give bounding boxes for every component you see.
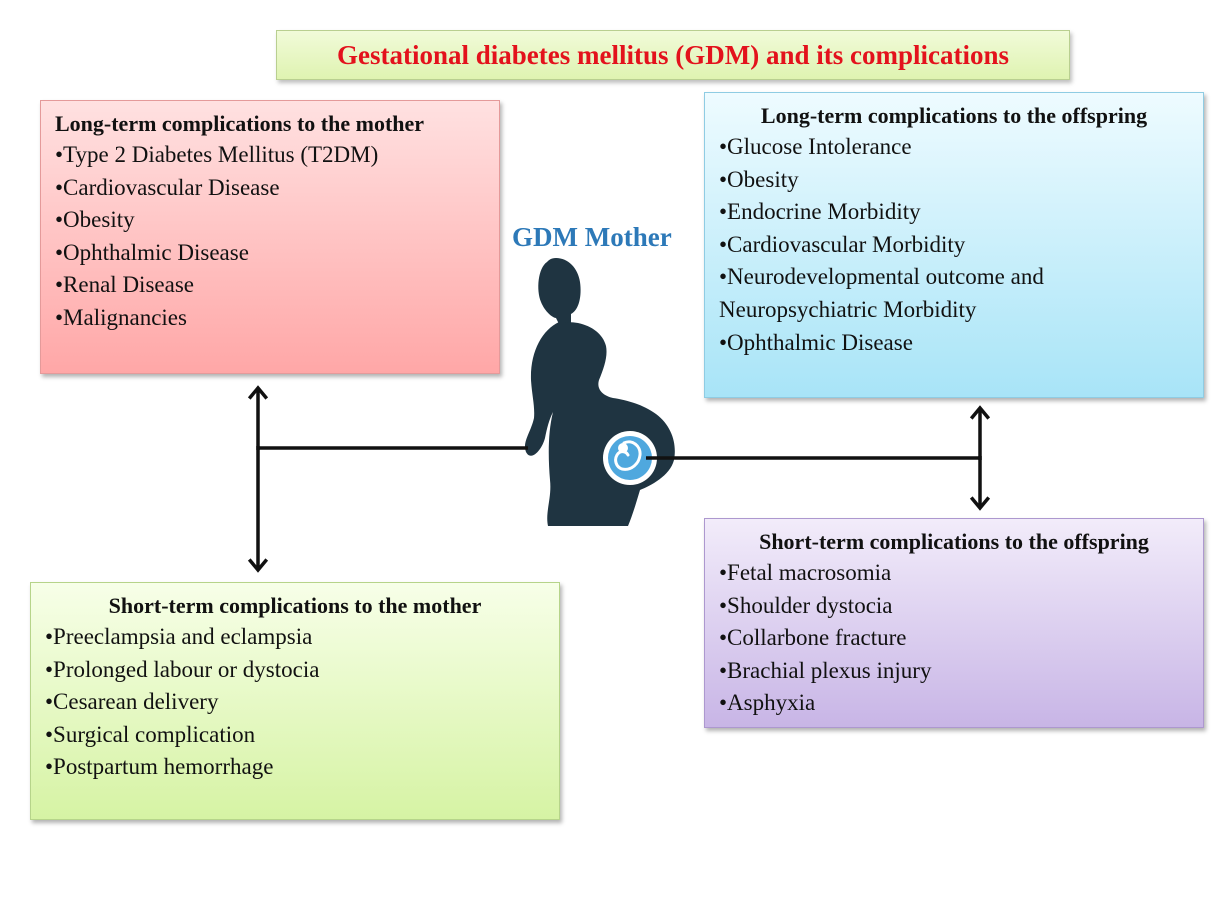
list-item: •Fetal macrosomia: [719, 560, 892, 585]
list-item: •Renal Disease: [55, 272, 194, 298]
list-item: •Collarbone fracture: [719, 625, 907, 651]
short-term-offspring-panel: Short-term complications to the offsprin…: [704, 518, 1204, 728]
list-item: •Brachial plexus injury: [719, 657, 932, 683]
list-item: •Obesity: [719, 166, 799, 192]
list-item: •Prolonged labour or dystocia: [45, 656, 320, 682]
short-term-mother-panel: Short-term complications to the mother •…: [30, 582, 560, 820]
long-term-offspring-panel: Long-term complications to the offspring…: [704, 92, 1204, 398]
list-item: •Obesity: [55, 207, 135, 233]
gdm-mother-label: GDM Mother: [512, 222, 672, 252]
list-item: •Surgical complication: [45, 721, 256, 747]
list-item: •Ophthalmic Disease: [55, 239, 249, 265]
list-item: •Neurodevelopmental outcome and Neuropsy…: [719, 264, 1044, 322]
panel-heading: Long-term complications to the mother: [55, 111, 425, 136]
panel-heading: Short-term complications to the offsprin…: [759, 529, 1149, 554]
list-item: •Endocrine Morbidity: [719, 199, 921, 225]
silhouette-body: [524, 322, 675, 526]
list-item: •Preeclampsia and eclampsia: [45, 624, 313, 649]
list-item: •Cardiovascular Disease: [55, 174, 280, 200]
panel-heading: Short-term complications to the mother: [108, 593, 482, 618]
pregnant-woman-silhouette-icon: [524, 258, 675, 526]
list-item: •Malignancies: [55, 304, 187, 330]
silhouette-head: [538, 258, 581, 324]
fetus-head: [618, 443, 628, 453]
list-item: •Type 2 Diabetes Mellitus (T2DM): [55, 142, 379, 167]
list-item: •Shoulder dystocia: [719, 592, 893, 618]
list-item: •Ophthalmic Disease: [719, 329, 913, 355]
list-item: •Postpartum hemorrhage: [45, 754, 274, 780]
list-item: •Glucose Intolerance: [719, 134, 912, 159]
list-item: •Cesarean delivery: [45, 689, 219, 715]
complication-list: •Fetal macrosomia •Shoulder dystocia •Co…: [719, 557, 1189, 720]
diagram-title: Gestational diabetes mellitus (GDM) and …: [337, 39, 1009, 70]
complication-list: •Type 2 Diabetes Mellitus (T2DM) •Cardio…: [55, 139, 485, 335]
fetus-icon: [603, 431, 657, 485]
complication-list: •Preeclampsia and eclampsia •Prolonged l…: [45, 621, 545, 784]
title-box: Gestational diabetes mellitus (GDM) and …: [276, 30, 1070, 80]
list-item: •Asphyxia: [719, 690, 816, 716]
long-term-mother-panel: Long-term complications to the mother •T…: [40, 100, 500, 374]
panel-heading: Long-term complications to the offspring: [760, 103, 1148, 128]
complication-list: •Glucose Intolerance •Obesity •Endocrine…: [719, 131, 1189, 359]
list-item: •Cardiovascular Morbidity: [719, 231, 966, 257]
